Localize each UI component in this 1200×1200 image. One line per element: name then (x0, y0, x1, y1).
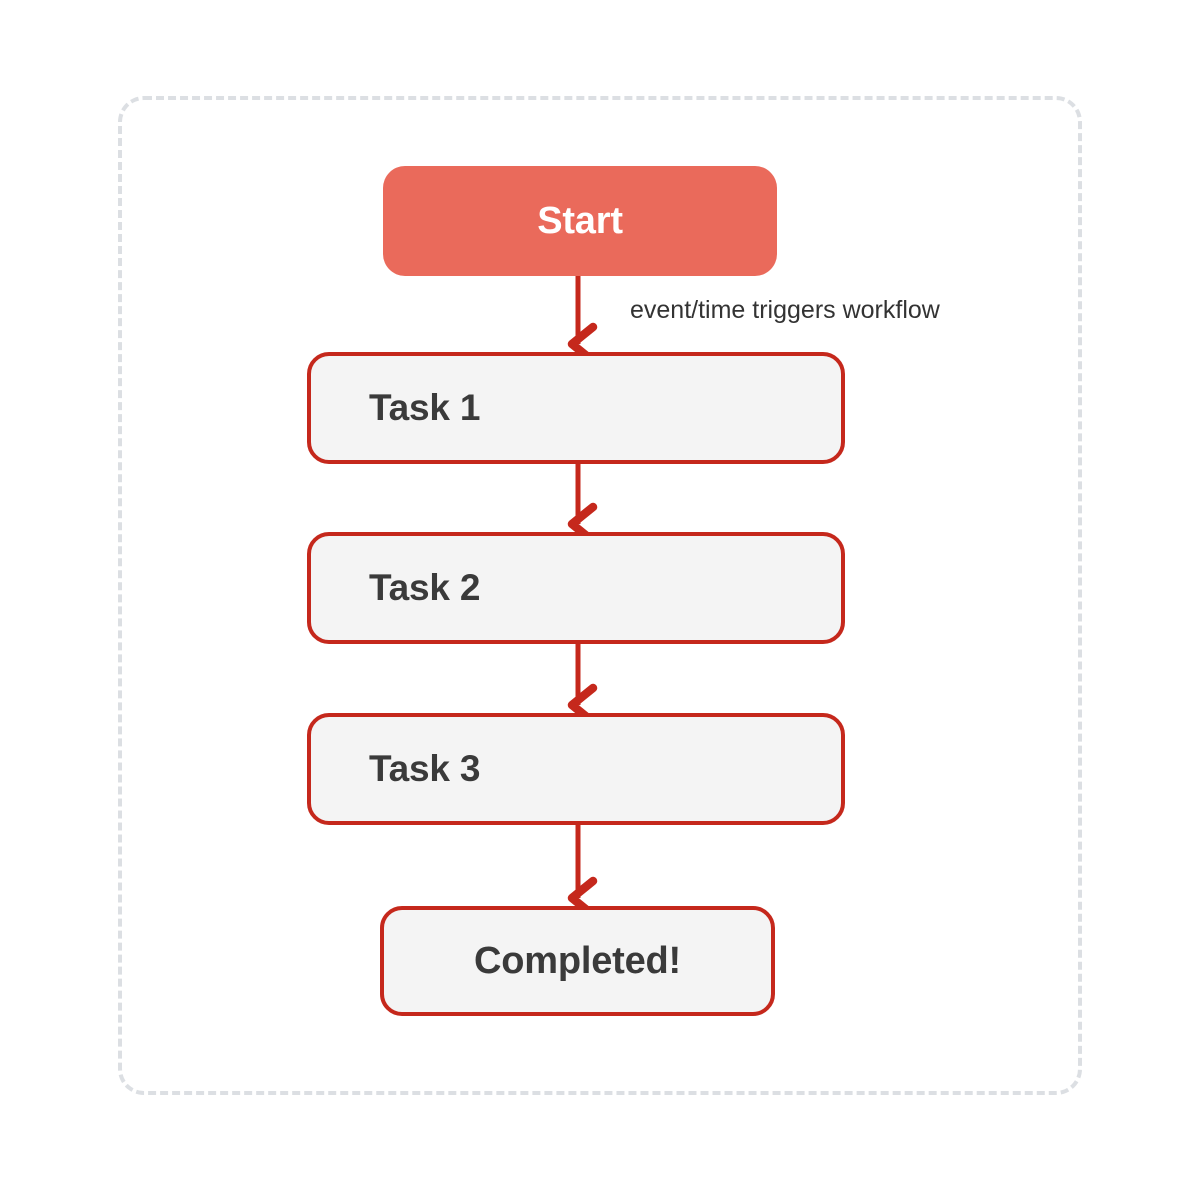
edge-label-start-to-task1: event/time triggers workflow (630, 296, 940, 324)
node-start-label: Start (537, 199, 623, 242)
node-task-3[interactable]: Task 3 (307, 713, 845, 825)
node-completed-label: Completed! (473, 939, 681, 982)
node-start[interactable]: Start (383, 166, 777, 276)
node-task-3-label: Task 3 (369, 748, 481, 789)
node-task-1-label: Task 1 (369, 387, 481, 428)
node-task-1[interactable]: Task 1 (307, 352, 845, 464)
node-task-2-label: Task 2 (369, 567, 481, 608)
node-completed[interactable]: Completed! (380, 906, 775, 1016)
node-task-2[interactable]: Task 2 (307, 532, 845, 644)
workflow-container (118, 96, 1082, 1095)
